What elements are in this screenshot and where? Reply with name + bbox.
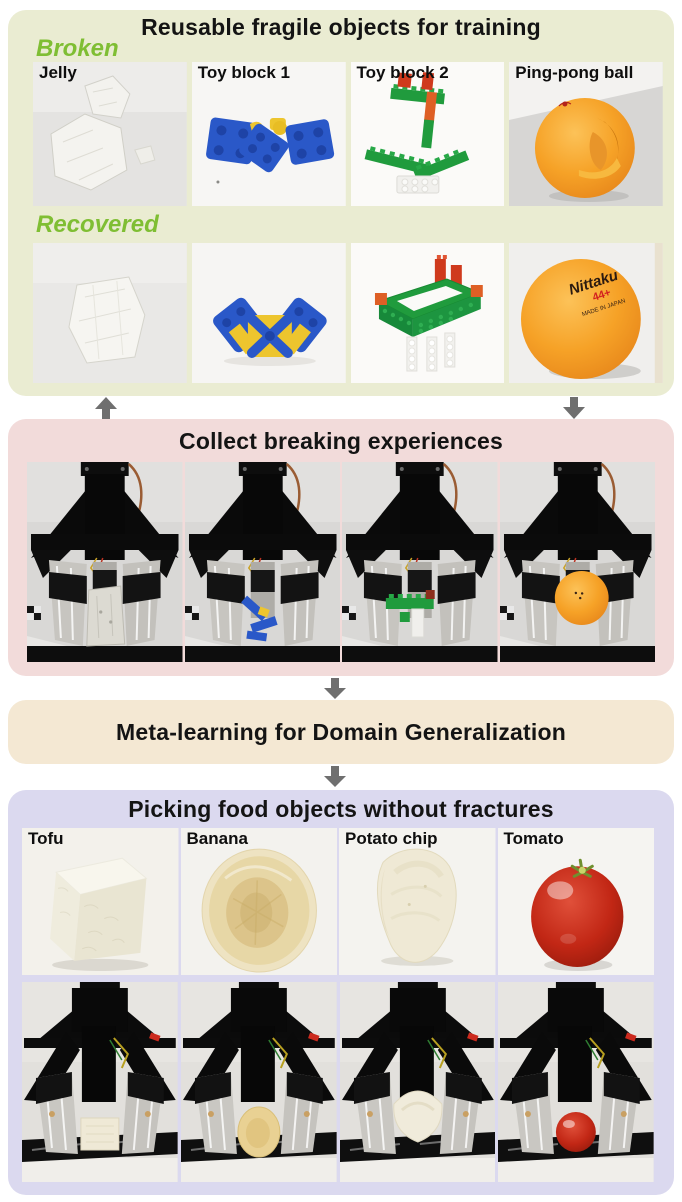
meta-learning-title: Meta-learning for Domain Generalization	[116, 718, 566, 745]
gripper-picking-tomato-photo	[498, 982, 654, 1182]
arrow-down-icon	[563, 397, 585, 419]
toy-block-1-recovered-photo	[191, 243, 346, 383]
toy-block-2-label: Toy block 2	[356, 63, 449, 82]
banana-label: Banana	[186, 829, 248, 848]
jelly-label: Jelly	[39, 63, 77, 82]
toy-block-1-broken-photo: Toy block 1	[191, 62, 346, 206]
banana-photo: Banana	[180, 828, 337, 975]
gripper-breaking-toy-block-1-photo	[185, 462, 341, 662]
arrow-up-icon	[95, 397, 117, 419]
toy-block-1-label: Toy block 1	[197, 63, 291, 82]
ping-pong-ball-label: Ping-pong ball	[515, 63, 634, 82]
arrow-down-icon	[324, 766, 346, 787]
arrow-down-icon	[324, 678, 346, 699]
toy-block-2-recovered-photo	[350, 243, 505, 383]
meta-learning-panel: Meta-learning for Domain Generalization	[8, 700, 674, 764]
training-title: Reusable fragile objects for training	[141, 14, 541, 40]
toy-block-2-broken-photo: Toy block 2	[350, 62, 505, 206]
broken-objects-row: Jelly	[33, 62, 663, 206]
jelly-recovered-photo	[33, 243, 187, 383]
gripper-picking-banana-photo	[181, 982, 337, 1182]
potato-chip-photo: Potato chip	[339, 828, 496, 975]
jelly-broken-photo: Jelly	[33, 62, 187, 206]
picking-title: Picking food objects without fractures	[128, 796, 554, 822]
tofu-label: Tofu	[28, 829, 64, 848]
gripper-breaking-toy-block-2-photo	[342, 462, 498, 662]
training-panel: Reusable fragile objects for training Br…	[8, 10, 674, 396]
collect-title: Collect breaking experiences	[179, 428, 503, 454]
recovered-objects-row: Nittaku 44+ MADE IN JAPAN	[33, 243, 663, 383]
collect-panel: Collect breaking experiences	[8, 419, 674, 676]
gripper-breaking-jelly-photo	[27, 462, 183, 662]
potato-chip-label: Potato chip	[345, 829, 438, 848]
picking-experiences-row	[22, 982, 654, 1182]
ball-size-text: 44+	[591, 287, 612, 304]
ping-pong-ball-recovered-photo: Nittaku 44+ MADE IN JAPAN	[509, 243, 663, 383]
gripper-picking-potato-chip-photo	[340, 982, 496, 1182]
tomato-photo: Tomato	[497, 828, 654, 975]
tofu-photo: Tofu	[22, 828, 179, 975]
tomato-label: Tomato	[503, 829, 564, 848]
gripper-picking-tofu-photo	[22, 982, 178, 1182]
picking-panel: Picking food objects without fractures T…	[8, 790, 674, 1195]
gripper-breaking-ping-pong-ball-photo	[500, 462, 656, 662]
food-objects-row: Tofu Banana Po	[22, 828, 654, 975]
breaking-experiences-row	[27, 462, 655, 662]
recovered-label: Recovered	[36, 211, 159, 238]
broken-label: Broken	[36, 35, 119, 62]
ping-pong-ball-broken-photo: Ping-pong ball	[509, 62, 663, 206]
